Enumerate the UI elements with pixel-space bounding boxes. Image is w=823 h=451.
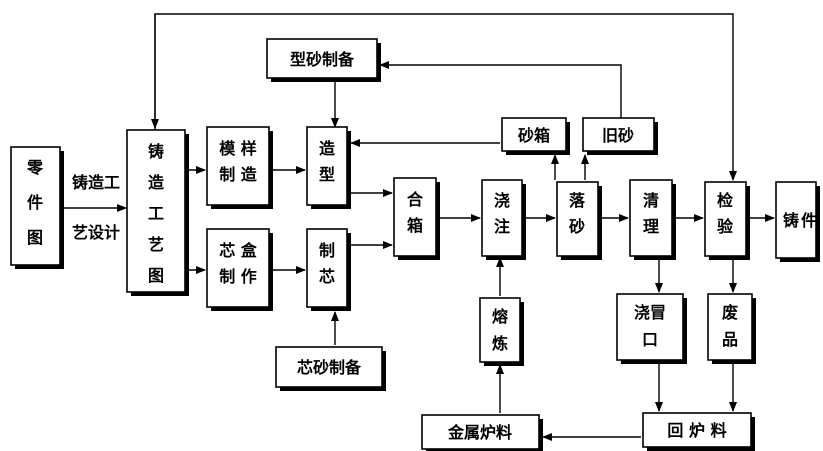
edges <box>64 13 775 441</box>
process-drawing-char-5: 图 <box>148 266 164 285</box>
node-core-sand-prep: 芯砂制备 <box>275 346 386 391</box>
corebox-making-line-1: 芯 盒 <box>219 241 258 260</box>
edge-oldsand-to-sandprep <box>379 61 622 118</box>
casting-label-char-1: 铸 <box>783 211 799 230</box>
molding-sand-prep-label: 型砂制备 <box>290 50 355 69</box>
node-casting: 铸 件 <box>775 181 820 262</box>
node-pouring: 浇 注 <box>481 179 526 260</box>
node-part-drawing: 零 件 图 <box>10 146 64 269</box>
node-melting: 熔 炼 <box>479 297 524 366</box>
node-gate-riser: 浇冒 口 <box>616 293 687 364</box>
node-scrap: 废 品 <box>707 293 756 364</box>
process-drawing-char-3: 工 <box>148 204 164 223</box>
casting-process-label: 铸造工 <box>72 173 120 192</box>
node-corebox-making: 芯 盒 制 作 <box>206 228 273 311</box>
molding-char-1: 造 <box>319 139 336 158</box>
gate-riser-line-2: 口 <box>642 330 658 349</box>
pattern-making-line-2: 制 造 <box>219 165 258 184</box>
node-shakeout: 落 砂 <box>556 181 602 260</box>
corebox-making-line-2: 制 作 <box>219 267 257 286</box>
shakeout-char-2: 砂 <box>569 217 585 236</box>
process-drawing-char-1: 铸 <box>148 142 164 161</box>
node-molding: 造 型 <box>306 126 351 209</box>
core-sand-prep-label: 芯砂制备 <box>297 358 362 377</box>
pattern-making-line-1: 模 样 <box>219 139 257 158</box>
melting-char-2: 炼 <box>492 334 508 353</box>
cleaning-char-1: 清 <box>643 191 659 210</box>
node-molding-sand-prep: 型砂制备 <box>266 38 381 82</box>
node-closing: 合 箱 <box>393 177 440 260</box>
scrap-char-2: 品 <box>722 330 738 349</box>
casting-label-char-2: 件 <box>801 211 817 230</box>
part-drawing-char-3: 图 <box>27 228 43 247</box>
node-inspection: 检 验 <box>704 181 750 260</box>
process-design-label: 艺设计 <box>72 223 120 242</box>
inspection-char-2: 验 <box>717 217 734 236</box>
metal-charge-label: 金属炉料 <box>447 423 512 442</box>
process-drawing-char-4: 艺 <box>148 235 164 254</box>
scrap-char-1: 废 <box>722 303 738 322</box>
node-old-sand: 旧砂 <box>582 117 658 155</box>
part-drawing-char-2: 件 <box>27 193 43 212</box>
shakeout-char-1: 落 <box>569 191 586 210</box>
node-pattern-making: 模 样 制 造 <box>206 126 273 209</box>
node-process-drawing: 铸 造 工 艺 图 <box>126 129 189 296</box>
node-coremaking: 制 芯 <box>306 228 351 311</box>
closing-char-2: 箱 <box>407 216 423 235</box>
node-cleaning: 清 理 <box>629 179 676 260</box>
node-return-charge: 回 炉 料 <box>642 412 755 451</box>
inspection-char-1: 检 <box>717 191 733 210</box>
return-charge-label: 回 炉 料 <box>667 421 726 440</box>
pouring-char-1: 浇 <box>494 191 510 210</box>
gate-riser-line-1: 浇冒 <box>634 303 666 322</box>
coremaking-char-2: 芯 <box>319 267 335 286</box>
old-sand-label: 旧砂 <box>602 126 634 145</box>
cleaning-char-2: 理 <box>643 217 659 236</box>
pouring-char-2: 注 <box>494 217 510 236</box>
node-flask: 砂箱 <box>501 117 570 155</box>
melting-char-1: 熔 <box>492 307 509 326</box>
coremaking-char-1: 制 <box>319 241 335 260</box>
node-metal-charge: 金属炉料 <box>421 414 543 451</box>
part-drawing-char-1: 零 <box>26 158 44 177</box>
closing-char-1: 合 <box>407 190 424 209</box>
flask-label: 砂箱 <box>518 126 550 145</box>
process-drawing-char-2: 造 <box>148 173 165 192</box>
molding-char-2: 型 <box>319 165 335 184</box>
